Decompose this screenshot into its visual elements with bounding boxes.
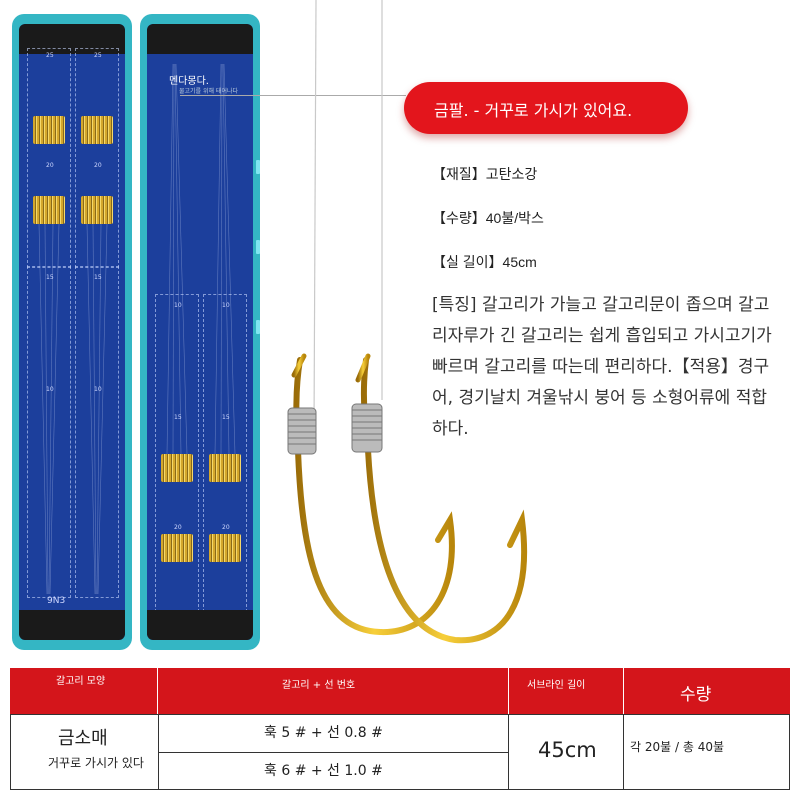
slot-number: 10 [222,302,230,309]
hook-shape-note: 거꾸로 가시가 있다 [48,756,144,770]
box-clip [256,240,260,254]
brand-label: 멘다몽다. [169,76,209,87]
left-box-bottom-cap [19,610,125,640]
header-hook-line-number: 갈고리 + 선 번호 [282,680,356,691]
right-box-bottom-cap [147,610,253,640]
size-option-1: 훅 5 # + 선 0.8 # [264,725,383,741]
spec-quantity: 【수량】40불/박스 [432,208,544,228]
hook-bundle [209,534,241,562]
header-subline-length: 서브라인 길이 [527,680,586,691]
spec-label: 【실 길이】 [432,254,503,270]
subline-length-value: 45cm [538,738,597,762]
hook-bundle [81,116,113,144]
right-box-panel: 멘다몽다. 물고기를 위해 태어나다 10 10 15 15 20 20 25 … [147,24,253,640]
slot-number: 20 [94,162,102,169]
brand-subtitle: 물고기를 위해 태어나다 [179,88,239,95]
product-description: [특징] 갈고리가 가늘고 갈고리문이 좁으며 갈고리자루가 긴 갈고리는 쉽게… [432,295,772,439]
left-box-lines [38,223,108,595]
slot-number: 10 [94,386,102,393]
slot [155,294,199,640]
size-option-2: 훅 6 # + 선 1.0 # [264,763,383,779]
right-box-lines [166,63,236,455]
spec-line-length: 【실 길이】45cm [432,252,537,272]
table-divider [10,714,11,790]
header-hook-shape: 갈고리 모양 [56,676,106,687]
slot [203,294,247,640]
spec-value: 40불/박스 [485,210,544,226]
slot-number: 25 [46,52,54,59]
left-tackle-box: 25 25 20 20 15 15 10 10 9N3 [12,14,132,650]
hook-bundle [209,454,241,482]
quantity-value: 각 20불 / 총 40불 [630,740,725,754]
product-spec-table: 갈고리 모양 갈고리 + 선 번호 서브라인 길이 수량 금소매 거꾸로 가시가… [10,668,790,790]
left-box-panel: 25 25 20 20 15 15 10 10 9N3 [19,24,125,640]
hook-bundle [33,196,65,224]
spec-label: 【수량】 [432,210,486,226]
header-cell: 수량 [624,668,790,714]
slot [75,48,119,268]
slot-number: 15 [94,274,102,281]
hook-bundle [81,196,113,224]
table-divider [10,789,790,790]
spec-value: 고탄소강 [485,166,538,182]
table-divider [158,752,508,753]
spec-label: 【재질】 [432,166,486,182]
right-tackle-box: 멘다몽다. 물고기를 위해 태어나다 10 10 15 15 20 20 25 … [140,14,260,650]
spec-material: 【재질】고탄소강 [432,164,537,184]
left-box-top-cap [19,24,125,54]
header-cell: 갈고리 + 선 번호 [158,668,508,714]
table-divider [158,714,159,790]
hook-bundle [33,116,65,144]
slot [75,266,119,598]
hook-bundle [161,534,193,562]
slot-number: 10 [46,386,54,393]
table-divider [508,714,509,790]
slot-number: 20 [46,162,54,169]
slot-number: 15 [46,274,54,281]
box-bottom-label: 9N3 [47,596,66,606]
box-clip [256,320,260,334]
hook-shape-name: 금소매 [58,728,108,749]
header-cell: 갈고리 모양 [10,668,157,714]
slot [27,48,71,268]
fishing-hooks-illustration [287,0,528,644]
slot-number: 15 [174,414,182,421]
table-divider [10,714,790,715]
slot-number: 20 [222,524,230,531]
header-quantity: 수량 [680,685,712,705]
slot-number: 25 [94,52,102,59]
spec-value: 45cm [502,254,537,270]
feature-callout: 금팔. - 거꾸로 가시가 있어요. [404,82,688,134]
header-cell: 서브라인 길이 [509,668,623,714]
slot-number: 10 [174,302,182,309]
table-divider [789,714,790,790]
table-divider [623,714,624,790]
right-box-top-cap [147,24,253,54]
hook-bundle [161,454,193,482]
slot [27,266,71,598]
feature-callout-text: 금팔. - 거꾸로 가시가 있어요. [434,101,633,120]
callout-leader-line [180,95,406,96]
box-clip [256,160,260,174]
slot-number: 20 [174,524,182,531]
slot-number: 15 [222,414,230,421]
